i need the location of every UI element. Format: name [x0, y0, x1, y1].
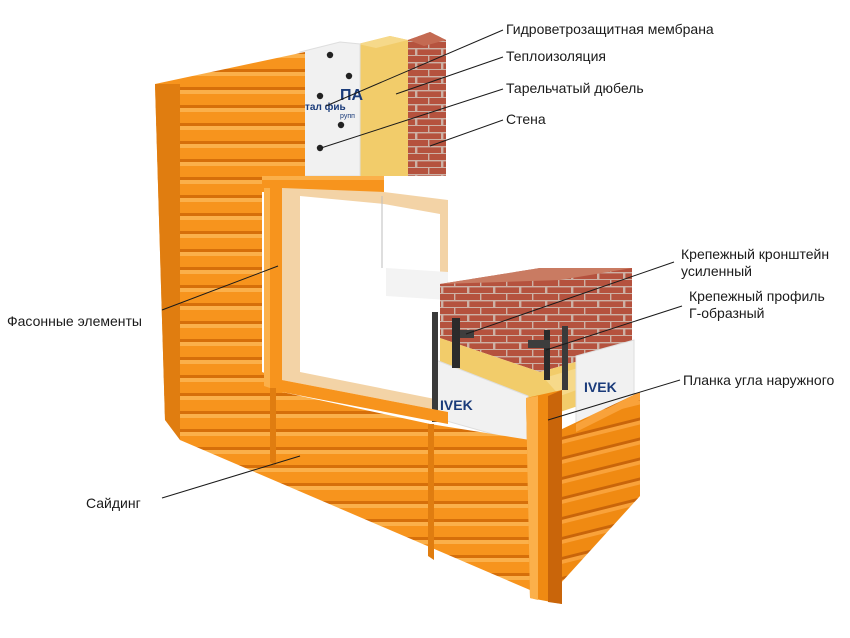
label-membrane: Гидроветрозащитная мембрана: [506, 21, 714, 37]
leader-insulation: [395, 56, 504, 95]
label-dowel: Тарельчатый дюбель: [506, 80, 644, 96]
leader-wall: [429, 119, 504, 147]
label-corner-strip: Планка угла наружного: [683, 372, 835, 388]
right-siding-panel: [560, 392, 640, 584]
label-siding: Сайдинг: [86, 495, 141, 511]
left-siding-panel: [155, 52, 448, 470]
label-trim: Фасонные элементы: [7, 313, 142, 329]
leader-siding: [161, 455, 301, 499]
leader-membrane: [325, 29, 504, 107]
membrane-sub-upper: рупп: [340, 113, 355, 120]
leader-profile: [545, 305, 683, 351]
leader-dowel: [320, 88, 504, 149]
plate-dowels: [316, 51, 353, 152]
upper-insulation: [358, 36, 408, 176]
leader-bracket: [465, 261, 675, 335]
lower-membrane: IVEK IVEK: [435, 339, 635, 445]
upper-brick-wall: [408, 32, 446, 176]
leader-corner: [547, 379, 681, 421]
label-bracket: Крепежный кронштейн усиленный: [681, 246, 830, 279]
label-wall: Стена: [506, 111, 546, 127]
lower-brick-wall: [440, 268, 632, 372]
membrane-brand-upper: тал фиь: [305, 101, 346, 113]
membrane-brand-lower-right: IVEK: [584, 379, 617, 395]
window: [282, 188, 448, 412]
leader-trim: [161, 265, 279, 311]
leader-lines: [161, 29, 683, 499]
label-profile: Крепежный профиль Г-образный: [689, 288, 825, 321]
lower-siding-panel: [180, 380, 530, 590]
membrane-brand-lower-left: IVEK: [440, 397, 473, 413]
upper-membrane: тал фиь ПА рупп: [299, 41, 364, 177]
membrane-logo-upper: ПА: [340, 87, 364, 104]
label-insulation: Теплоизоляция: [506, 48, 606, 64]
outer-corner-strip: [526, 390, 562, 604]
